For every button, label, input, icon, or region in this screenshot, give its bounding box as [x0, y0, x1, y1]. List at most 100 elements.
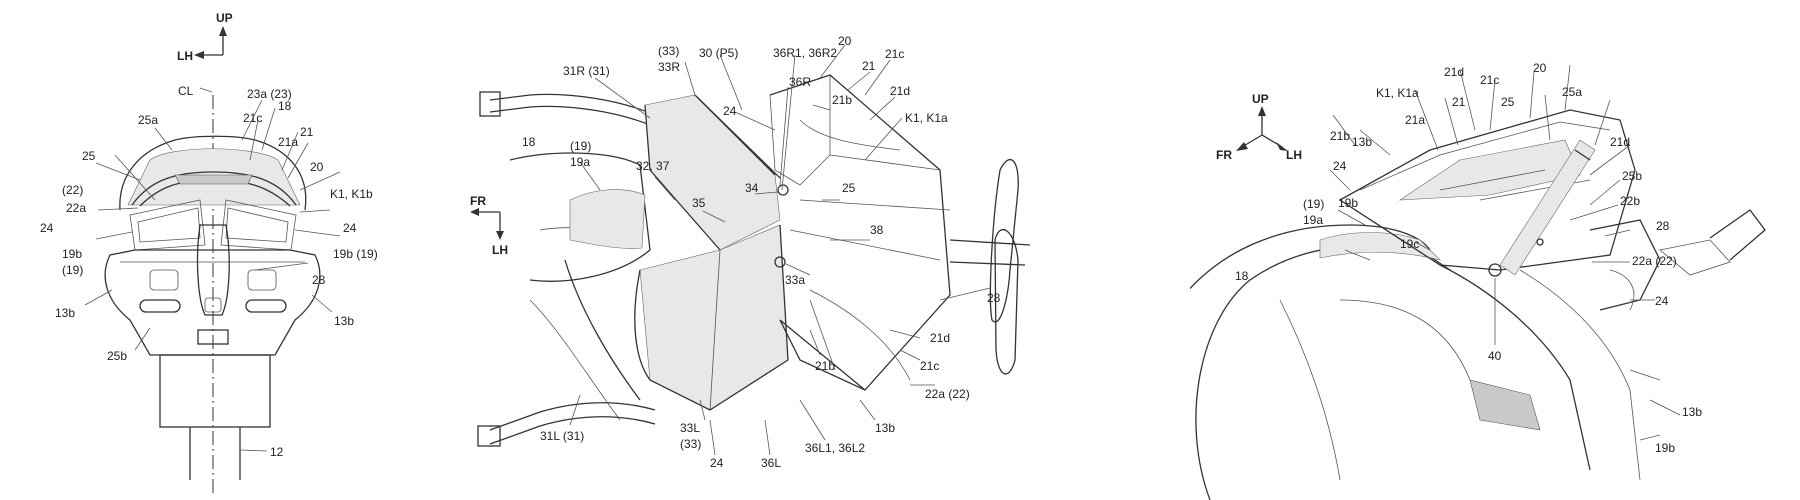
label-36R: 36R	[789, 75, 811, 89]
label-22a: 22a	[66, 201, 86, 215]
label-19-left: (19)	[62, 263, 83, 277]
seat-19a	[1319, 232, 1441, 261]
fastener-40	[1488, 263, 1502, 277]
zipper-pull-33a	[774, 256, 786, 268]
label-21c: 21c	[243, 111, 262, 125]
label-30-p5: 30 (P5)	[699, 46, 738, 60]
strut-25	[1499, 139, 1596, 276]
label-21b-bot: 21b	[815, 359, 835, 373]
label-21: 21	[1452, 95, 1466, 109]
label-19c: 19c	[1400, 237, 1419, 251]
rear-body	[104, 249, 321, 356]
label-21c-bot: 21c	[920, 359, 939, 373]
label-25b: 25b	[107, 349, 127, 363]
label-24-right: 24	[1655, 294, 1669, 308]
label-19: (19)	[570, 139, 591, 153]
buckle-left	[477, 425, 501, 447]
side-cover-13b	[1439, 264, 1591, 471]
label-13b: 13b	[875, 421, 895, 435]
label-25: 25	[82, 149, 96, 163]
label-36L: 36L	[761, 456, 781, 470]
label-21b: 21b	[1330, 129, 1350, 143]
label-40: 40	[1488, 349, 1502, 363]
strap-31L	[489, 402, 656, 431]
buckle-right	[479, 91, 501, 117]
label-19: (19)	[1303, 197, 1324, 211]
label-25: 25	[842, 181, 856, 195]
label-k1-k1a: K1, K1a	[905, 111, 948, 125]
label-23a: 23a (23)	[247, 87, 292, 101]
label-36R1-36R2: 36R1, 36R2	[773, 46, 837, 60]
label-32-37: 32, 37	[636, 159, 670, 173]
tail-cowl	[119, 135, 307, 211]
label-21a: 21a	[1405, 113, 1425, 127]
label-38: 38	[870, 223, 884, 237]
license-light	[197, 329, 229, 345]
label-19b-left: 19b	[62, 247, 82, 261]
label-19b-right: 19b (19)	[333, 247, 378, 261]
seat-18	[1190, 224, 1431, 290]
label-21d-top: 21d	[890, 84, 910, 98]
seat-19a	[569, 189, 646, 249]
label-28: 28	[987, 291, 1001, 305]
strap-31R	[489, 93, 656, 116]
fender-22a	[1589, 219, 1661, 311]
label-20: 20	[838, 34, 852, 48]
frame-member-12	[189, 427, 241, 480]
label-31L: 31L (31)	[540, 429, 584, 443]
axis-lh-label: LH	[177, 49, 193, 63]
label-35: 35	[692, 196, 706, 210]
label-33-bottom: (33)	[680, 437, 701, 451]
label-13b-left: 13b	[55, 306, 75, 320]
label-24-bottom: 24	[710, 456, 724, 470]
label-19a: 19a	[1303, 213, 1323, 227]
top-perspective-figure: FR LH	[470, 0, 1150, 500]
label-21d-right: 21d	[1610, 135, 1630, 149]
label-28: 28	[1656, 219, 1670, 233]
label-k1-k1b: K1, K1b	[330, 187, 373, 201]
label-22: (22)	[62, 183, 83, 197]
label-33: (33)	[658, 44, 679, 58]
label-13b-bottom: 13b	[1682, 405, 1702, 419]
label-21c: 21c	[1480, 73, 1499, 87]
rear-cover-21	[769, 74, 951, 391]
label-28: 28	[312, 273, 326, 287]
label-20: 20	[310, 160, 324, 174]
axis-fr-label: FR	[470, 194, 486, 208]
label-24-top: 24	[1333, 159, 1347, 173]
axis-lh-label: LH	[1286, 148, 1302, 162]
zipper-pull-34	[777, 184, 789, 196]
grab-rail-28	[1709, 209, 1766, 261]
label-34: 34	[745, 181, 759, 195]
label-33a: 33a	[785, 273, 805, 287]
seat-18	[509, 152, 651, 282]
zipper-36R	[697, 97, 781, 179]
right-turn-lamp	[245, 299, 287, 313]
label-19b-top: 19b	[1338, 196, 1358, 210]
axis-indicator: UP FR LH	[1216, 92, 1302, 162]
label-33L: 33L	[680, 421, 700, 435]
top-perspective-drawing: FR LH	[470, 34, 1031, 470]
label-20: 20	[1533, 61, 1547, 75]
side-view-labels: 21d 20 K1, K1a 21c 25a 21 25 21a 21b 13b…	[1235, 61, 1702, 455]
label-21d-bot: 21d	[930, 331, 950, 345]
label-21d-top: 21d	[1444, 65, 1464, 79]
axis-lh-label: LH	[492, 243, 508, 257]
grab-rail-28	[949, 239, 1031, 246]
label-24-top: 24	[723, 104, 737, 118]
label-25a: 25a	[1562, 85, 1582, 99]
label-21: 21	[862, 59, 876, 73]
label-21c-top: 21c	[885, 47, 904, 61]
label-19b-bottom: 19b	[1655, 441, 1675, 455]
label-21b-top: 21b	[832, 93, 852, 107]
label-18: 18	[278, 99, 292, 113]
label-25b: 25b	[1622, 169, 1642, 183]
label-21: 21	[300, 125, 314, 139]
label-13b-top: 13b	[1352, 135, 1372, 149]
label-21a: 21a	[278, 135, 298, 149]
axis-indicator: FR LH	[470, 194, 508, 257]
label-18: 18	[1235, 269, 1249, 283]
rear-view-drawing: UP LH	[40, 11, 378, 495]
label-12: 12	[270, 445, 284, 459]
label-33R: 33R	[658, 60, 680, 74]
